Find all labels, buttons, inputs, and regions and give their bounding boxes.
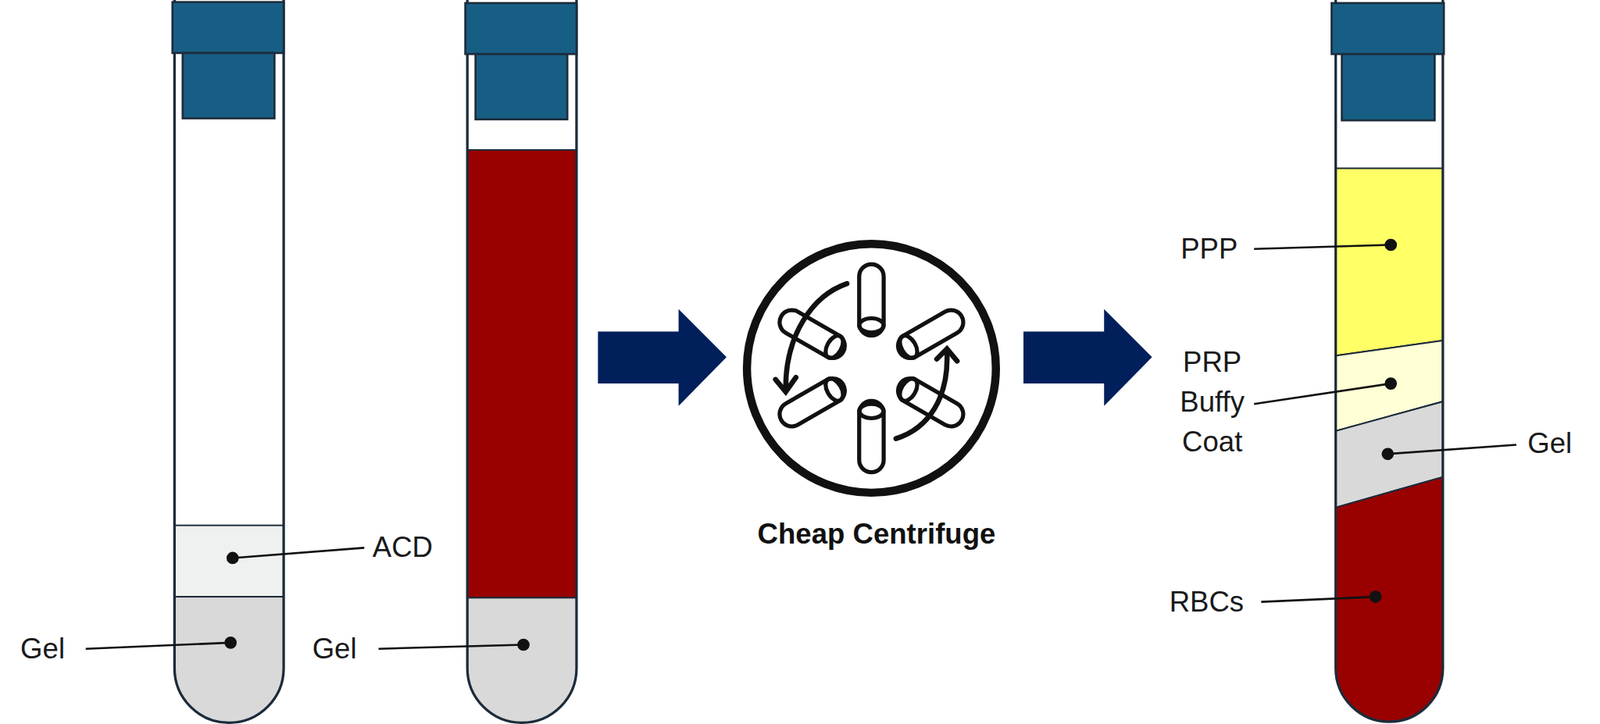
leader-lines	[85, 239, 1517, 650]
part-label: Gel	[1527, 426, 1572, 461]
empty-tube	[168, 0, 292, 724]
layer-label: RBCs	[1169, 585, 1245, 620]
centrifuge-icon	[746, 243, 997, 493]
blood-tube	[460, 0, 584, 724]
separated-tube	[1326, 0, 1450, 724]
part-label: Gel	[20, 632, 65, 667]
block-arrow	[597, 309, 727, 407]
part-label: ACD	[372, 530, 433, 565]
block-arrow	[1023, 309, 1153, 407]
part-label: Gel	[312, 632, 358, 667]
layer-label: PPP	[1180, 232, 1238, 267]
layer-label: PRP Buffy Coat	[1160, 342, 1264, 462]
device-label: Cheap Centrifuge	[757, 517, 997, 552]
